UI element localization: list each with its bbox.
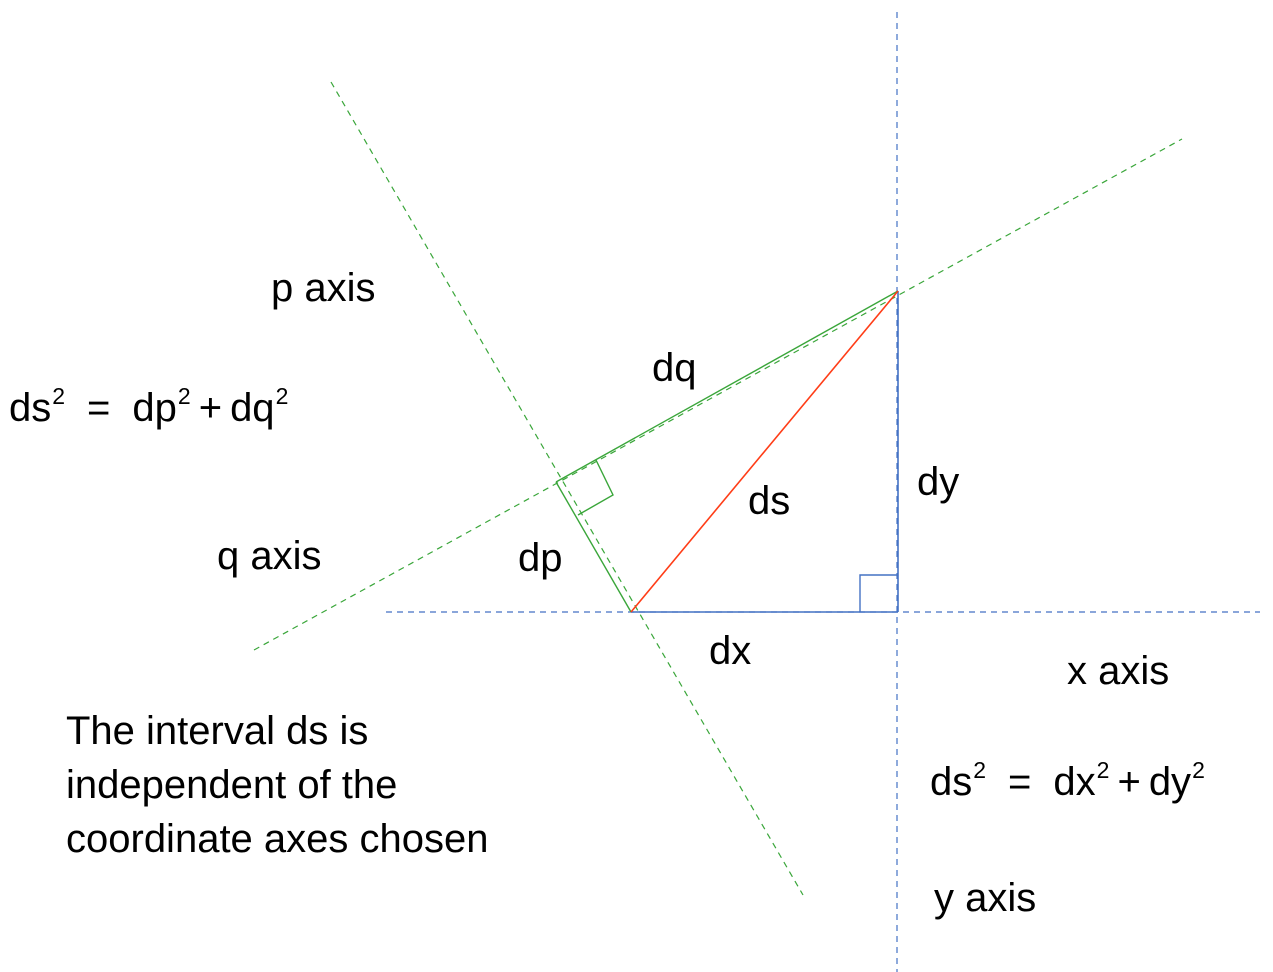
- caption-line-3: coordinate axes chosen: [66, 817, 489, 861]
- equation-xy-term2: dy: [1148, 760, 1192, 804]
- equation-pq-term2: dq: [230, 386, 275, 430]
- x-axis-label: x axis: [1067, 649, 1170, 693]
- dq-leg: [555, 290, 899, 483]
- dy-label: dy: [917, 460, 960, 504]
- q-axis-line: [253, 138, 1183, 651]
- p-axis-line: [330, 81, 804, 896]
- equation-xy-term1: dx: [1053, 760, 1096, 804]
- dx-label: dx: [709, 629, 752, 673]
- equation-pq-term1: dp: [132, 386, 177, 430]
- dp-label: dp: [518, 536, 563, 580]
- right-angle-marker-pq: [577, 459, 614, 516]
- caption: The interval ds is independent of the co…: [66, 704, 489, 866]
- caption-line-1: The interval ds is: [66, 709, 369, 753]
- equation-xy-lhs: ds: [930, 760, 973, 804]
- caption-line-2: independent of the: [66, 763, 398, 807]
- dp-leg: [555, 481, 632, 613]
- ds-interval: [630, 290, 899, 613]
- equation-xy-equals: =: [1008, 760, 1032, 804]
- ds-label: ds: [748, 479, 791, 523]
- equation-xy-term2-exp: 2: [1192, 757, 1205, 783]
- y-axis-label: y axis: [934, 876, 1037, 920]
- dq-label: dq: [652, 346, 697, 390]
- equation-xy-lhs-exp: 2: [973, 757, 987, 783]
- equation-pq-term2-exp: 2: [275, 383, 289, 409]
- equation-pq-lhs-exp: 2: [52, 383, 66, 409]
- equation-pq: ds2=dp2+dq2: [9, 385, 288, 430]
- equation-pq-term1-exp: 2: [177, 383, 191, 409]
- equation-pq-lhs: ds: [9, 386, 52, 430]
- q-axis-label: q axis: [217, 534, 322, 578]
- p-axis-label: p axis: [271, 266, 376, 310]
- right-angle-marker-xy: [859, 574, 897, 612]
- equation-xy-plus: +: [1117, 760, 1141, 804]
- equation-xy-term1-exp: 2: [1096, 757, 1110, 783]
- equation-pq-plus: +: [198, 386, 223, 430]
- equation-pq-equals: =: [87, 386, 111, 430]
- equation-xy: ds2=dx2+dy2: [930, 759, 1205, 804]
